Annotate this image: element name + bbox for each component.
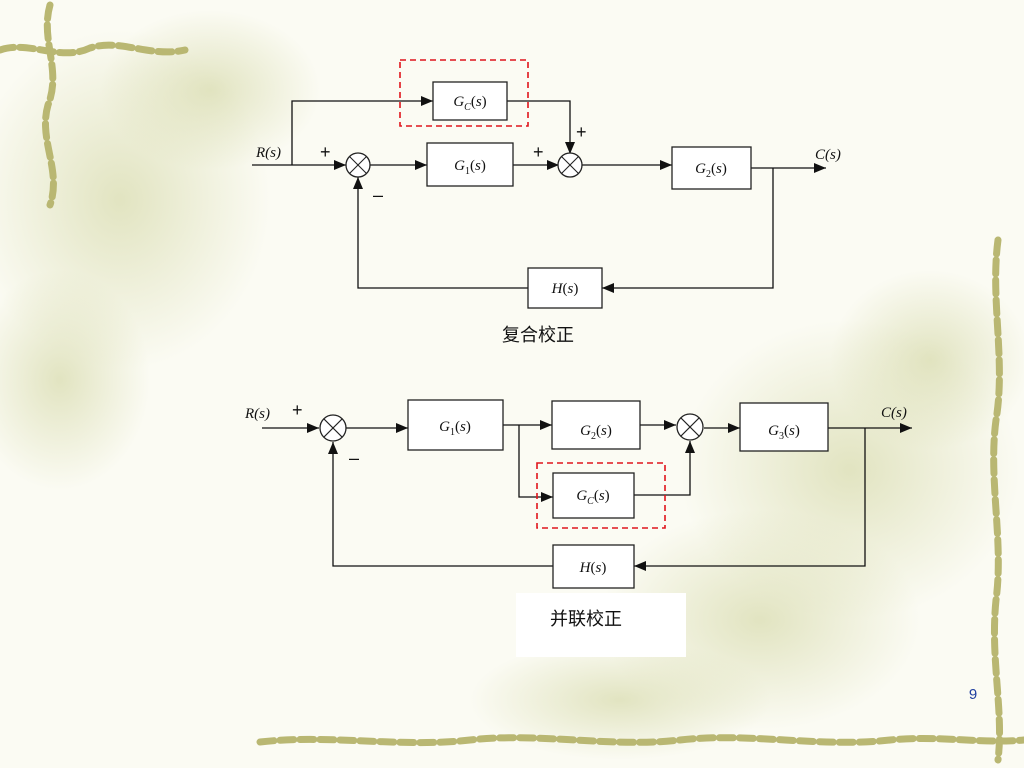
summing-junction-2: [557, 152, 583, 178]
block-h-parallel: H(s): [552, 544, 635, 589]
sum3-plus-sign: +: [292, 400, 303, 420]
sum2-plus-left-sign: +: [533, 142, 544, 162]
block-g2-label: G2(s): [695, 161, 727, 180]
block-g3-parallel: G3(s): [739, 402, 829, 452]
caption-background: [516, 593, 686, 657]
vine-right-decoration: [990, 236, 1003, 764]
output-label-parallel: C(s): [881, 405, 907, 421]
block-gc-parallel: GC(s): [552, 472, 635, 519]
block-h-parallel-label: H(s): [579, 560, 607, 576]
vine-top-left-decoration: [0, 1, 189, 209]
summing-junction-4: [676, 413, 704, 441]
block-gc: GC(s): [432, 81, 508, 121]
block-g1-parallel: G1(s): [407, 399, 504, 451]
gc-parallel-highlight-box: [536, 462, 666, 529]
page-number: 9: [969, 686, 977, 703]
block-g2-parallel: G2(s): [551, 400, 641, 450]
block-gc-label: GC(s): [453, 94, 486, 113]
input-label-parallel: R(s): [244, 406, 270, 422]
sum1-minus-sign: –: [373, 185, 383, 205]
caption-composite: 复合校正: [502, 325, 574, 346]
caption-parallel: 并联校正: [550, 609, 622, 630]
block-h: H(s): [527, 267, 603, 309]
summing-junction-3: [319, 414, 347, 442]
block-g1: G1(s): [426, 142, 514, 187]
block-h-label: H(s): [551, 281, 579, 297]
block-g2-parallel-label: G2(s): [580, 423, 612, 442]
input-label: R(s): [255, 145, 281, 161]
block-gc-parallel-label: GC(s): [576, 488, 609, 507]
block-g1-parallel-label: G1(s): [439, 419, 471, 438]
diagram-parallel-correction: G1(s) G2(s) G3(s) GC(s) H(s): [244, 399, 912, 657]
output-label: C(s): [815, 147, 841, 163]
block-g3-parallel-label: G3(s): [768, 423, 800, 442]
block-g2: G2(s): [671, 146, 752, 190]
summing-junction-1: [345, 152, 371, 178]
sum3-minus-sign: –: [349, 448, 359, 468]
gc-highlight-box: [399, 59, 529, 127]
diagram-composite-correction: GC(s) G1(s) G2(s) H(s) R(s) C(s) + –: [252, 59, 841, 346]
block-g1-label: G1(s): [454, 158, 486, 177]
vine-bottom-decoration: [256, 734, 1024, 747]
sum2-plus-top-sign: +: [576, 122, 587, 142]
sum1-plus-sign: +: [320, 142, 331, 162]
